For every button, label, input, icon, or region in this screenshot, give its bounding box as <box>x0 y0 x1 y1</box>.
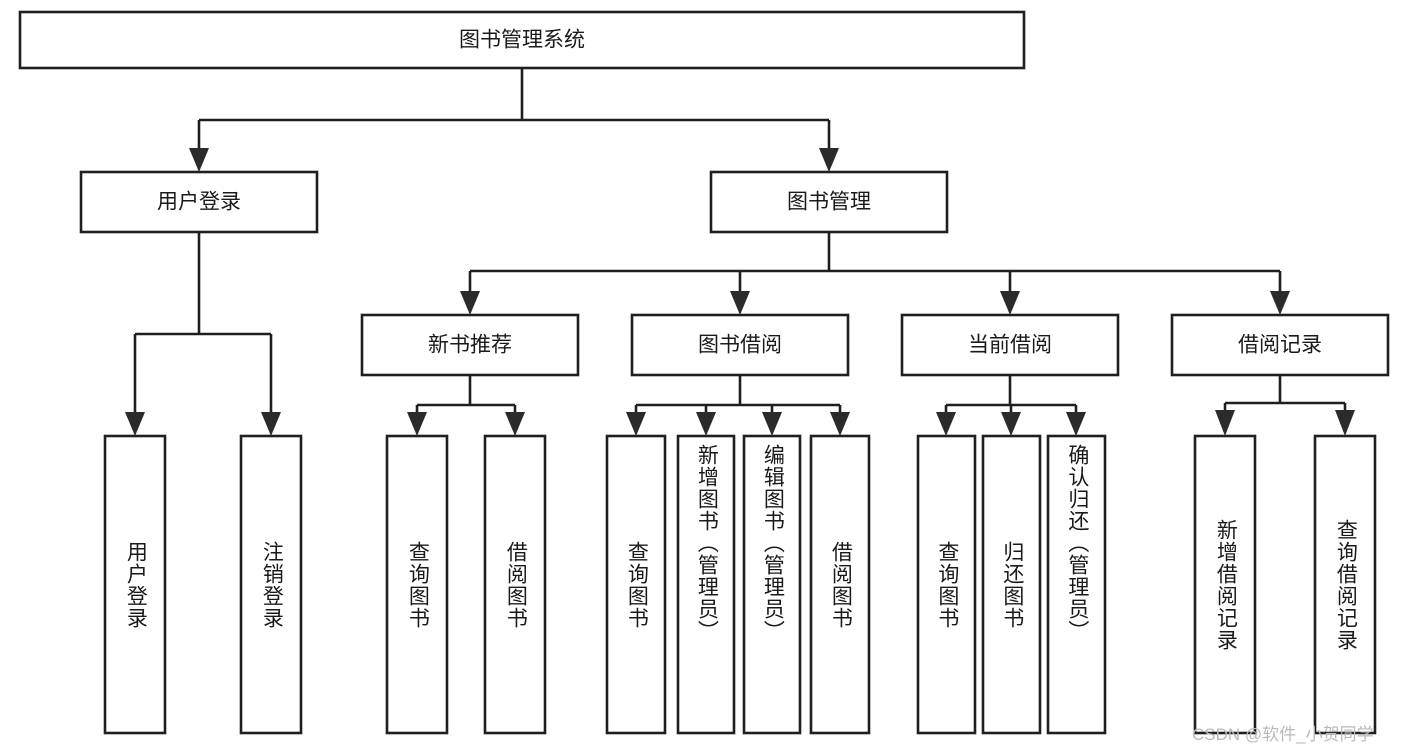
node-borrow-record[interactable]: 借阅记录 <box>1170 313 1390 377</box>
node-leaf-borrow-book-rec[interactable] <box>483 434 547 735</box>
node-root[interactable]: 图书管理系统 <box>18 10 1026 70</box>
node-new-book-rec-label: 新书推荐 <box>428 334 512 357</box>
node-leaf-add-book-admin[interactable] <box>676 434 736 735</box>
arrowhead-leaf-query-borrow-record <box>1335 410 1355 436</box>
arrowhead-leaf-add-borrow-record <box>1215 410 1235 436</box>
arrowhead-leaf-query-book-rec <box>407 412 427 436</box>
arrowhead-new-book-rec <box>460 291 480 315</box>
arrowhead-leaf-confirm-return-admin <box>1066 412 1086 436</box>
node-book-manage[interactable]: 图书管理 <box>709 170 949 234</box>
node-leaf-edit-book-admin[interactable] <box>742 434 802 735</box>
node-leaf-confirm-return-admin[interactable] <box>1046 434 1107 735</box>
node-leaf-query-borrow-record[interactable] <box>1313 434 1377 735</box>
node-user-login-label: 用户登录 <box>157 191 241 214</box>
node-new-book-rec[interactable]: 新书推荐 <box>360 313 580 377</box>
node-borrow-record-label: 借阅记录 <box>1238 334 1322 357</box>
arrowhead-book-manage <box>819 148 839 172</box>
arrowhead-leaf-user-login <box>125 412 145 436</box>
arrowhead-leaf-return-book <box>1001 412 1021 436</box>
arrowhead-leaf-query-book-current <box>936 412 956 436</box>
arrowhead-leaf-borrow-book-rec <box>505 412 525 436</box>
arrowhead-borrow-record <box>1270 291 1290 315</box>
node-root-label: 图书管理系统 <box>459 29 585 52</box>
node-current-borrow[interactable]: 当前借阅 <box>900 313 1120 377</box>
arrowhead-user-login <box>189 148 209 172</box>
node-book-manage-label: 图书管理 <box>787 191 871 214</box>
arrowhead-leaf-edit-book-admin <box>762 412 782 436</box>
node-book-borrow-label: 图书借阅 <box>698 334 782 357</box>
arrowhead-leaf-query-book-borrow <box>626 412 646 436</box>
node-leaf-query-book-current[interactable] <box>916 434 977 735</box>
arrowhead-current-borrow <box>1000 291 1020 315</box>
node-user-login[interactable]: 用户登录 <box>79 170 319 234</box>
arrowhead-leaf-add-book-admin <box>696 412 716 436</box>
arrowhead-book-borrow <box>730 291 750 315</box>
csdn-watermark: CSDN @软件_小贺同学 <box>1192 725 1374 744</box>
node-current-borrow-label: 当前借阅 <box>968 334 1052 357</box>
node-leaf-user-login[interactable] <box>103 434 167 735</box>
node-leaf-borrow-book[interactable] <box>809 434 871 735</box>
node-layer: 图书管理系统 用户登录 图书管理 新书推荐 图书借阅 当前 <box>18 10 1390 735</box>
node-book-borrow[interactable]: 图书借阅 <box>630 313 850 377</box>
node-leaf-query-book-rec[interactable] <box>385 434 449 735</box>
arrowhead-leaf-borrow-book <box>830 412 850 436</box>
node-leaf-return-book[interactable] <box>981 434 1042 735</box>
arrowhead-leaf-user-logout <box>261 412 281 436</box>
node-leaf-query-book-borrow[interactable] <box>605 434 667 735</box>
node-leaf-add-borrow-record[interactable] <box>1193 434 1257 735</box>
node-leaf-user-logout[interactable] <box>239 434 303 735</box>
connector-layer <box>125 68 1355 436</box>
